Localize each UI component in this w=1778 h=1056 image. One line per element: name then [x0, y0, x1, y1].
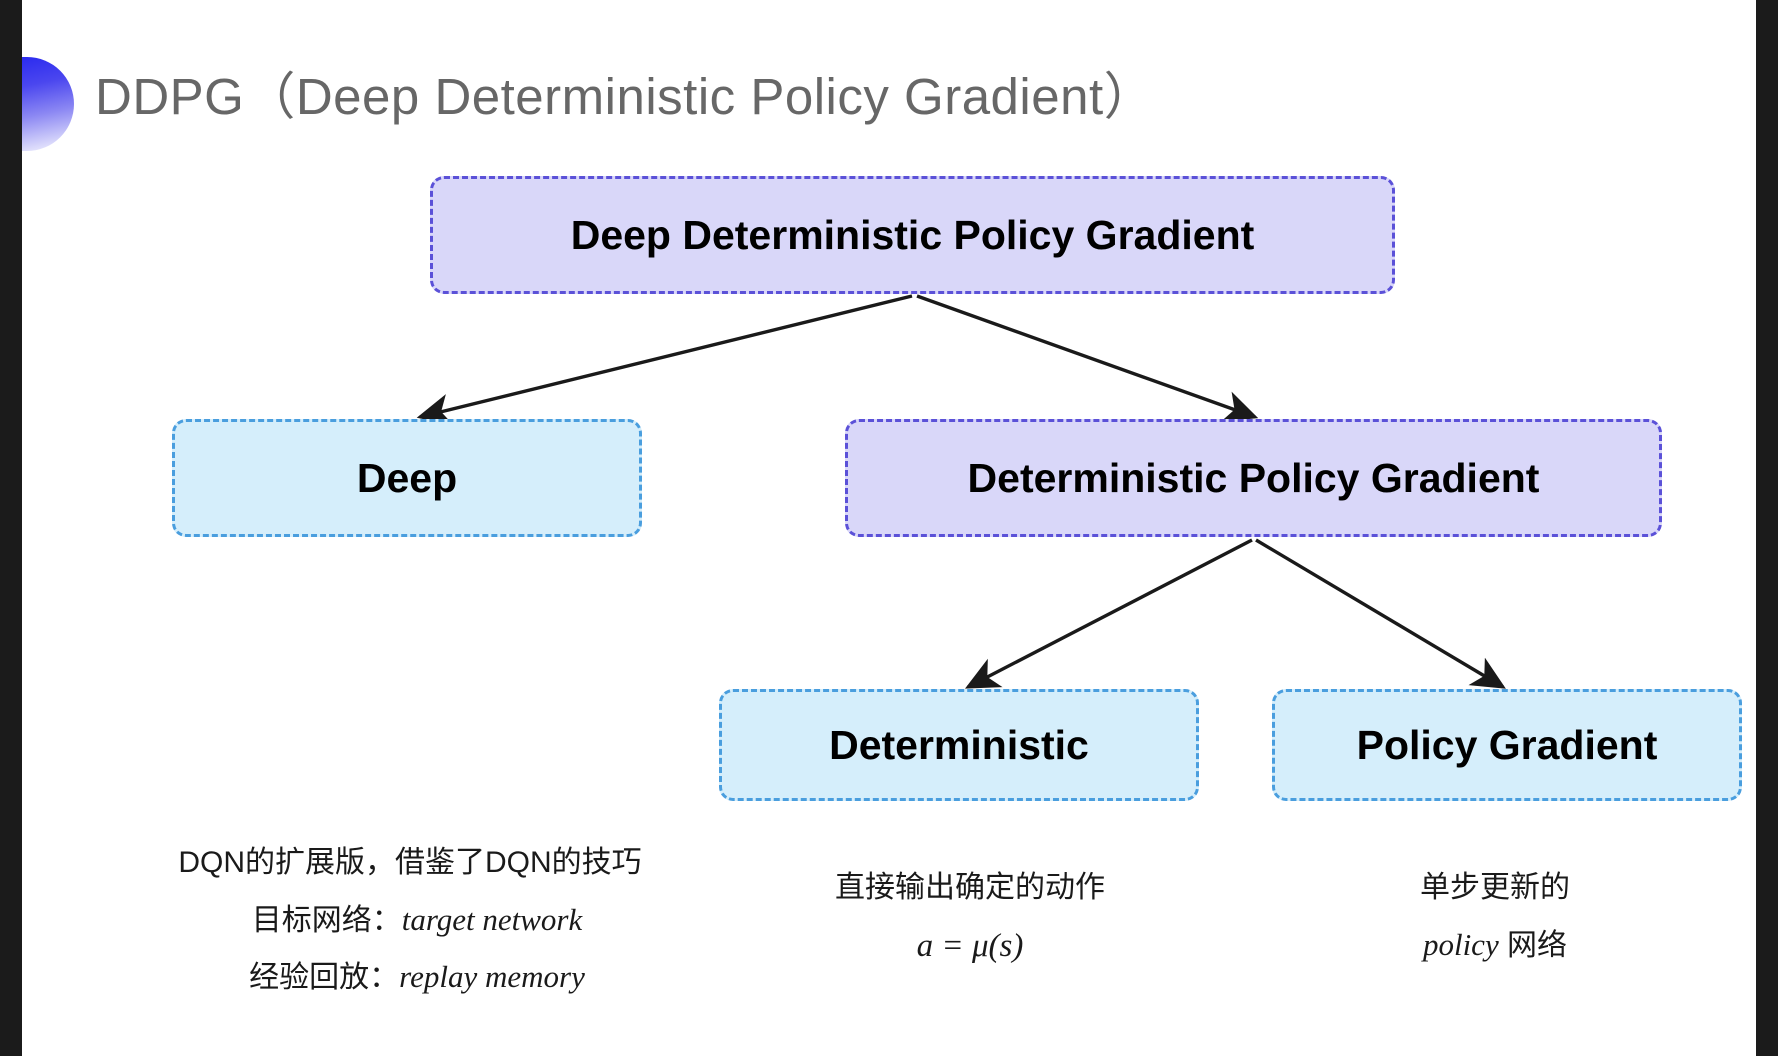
caption-policy-gradient-line2: policy 网络 — [1330, 916, 1660, 974]
caption-deep-line3-label: 经验回放： — [249, 961, 400, 994]
page-title: DDPG（Deep Deterministic Policy Gradient） — [95, 68, 1156, 125]
edge-root-to-dpg — [916, 294, 1259, 422]
edge-dpg-to-policy-gradient — [1255, 538, 1506, 689]
caption-deep-line3: 经验回放：replay memory — [150, 948, 670, 1006]
node-label: Deterministic Policy Gradient — [967, 454, 1540, 501]
caption-deep: DQN的扩展版，借鉴了DQN的技巧 目标网络：target network 经验… — [150, 835, 670, 1006]
node-deep[interactable]: Deep — [172, 419, 642, 537]
caption-policy-gradient-line1: 单步更新的 — [1420, 871, 1570, 904]
node-label: Deep — [356, 454, 458, 501]
caption-deep-line2-term: target network — [401, 901, 583, 937]
caption-deterministic: 直接输出确定的动作 a = μ(s) — [760, 860, 1180, 977]
node-deep-deterministic-policy-gradient[interactable]: Deep Deterministic Policy Gradient — [430, 176, 1395, 294]
node-deterministic-policy-gradient[interactable]: Deterministic Policy Gradient — [845, 419, 1662, 537]
caption-policy-gradient: 单步更新的 policy 网络 — [1330, 860, 1660, 973]
slide-left-edge — [0, 0, 22, 1056]
slide-right-edge — [1756, 0, 1778, 1056]
node-label: Deterministic — [829, 721, 1089, 768]
edge-dpg-to-deterministic — [964, 538, 1253, 689]
title-bullet-icon — [22, 57, 74, 151]
caption-deterministic-line1: 直接输出确定的动作 — [835, 871, 1105, 904]
node-label: Policy Gradient — [1356, 721, 1658, 768]
caption-deep-line1: DQN的扩展版，借鉴了DQN的技巧 — [178, 846, 642, 879]
node-label: Deep Deterministic Policy Gradient — [570, 211, 1255, 258]
caption-deep-line3-term: replay memory — [399, 959, 585, 994]
edge-root-to-deep — [416, 294, 913, 426]
caption-policy-gradient-term: policy — [1422, 926, 1499, 962]
caption-policy-gradient-suffix: 网络 — [1498, 928, 1568, 962]
node-deterministic[interactable]: Deterministic — [719, 689, 1199, 801]
caption-deep-line2-label: 目标网络： — [251, 903, 402, 937]
caption-deterministic-formula: a = μ(s) — [916, 927, 1024, 964]
node-policy-gradient[interactable]: Policy Gradient — [1272, 689, 1742, 801]
caption-deep-line2: 目标网络：target network — [150, 891, 670, 949]
